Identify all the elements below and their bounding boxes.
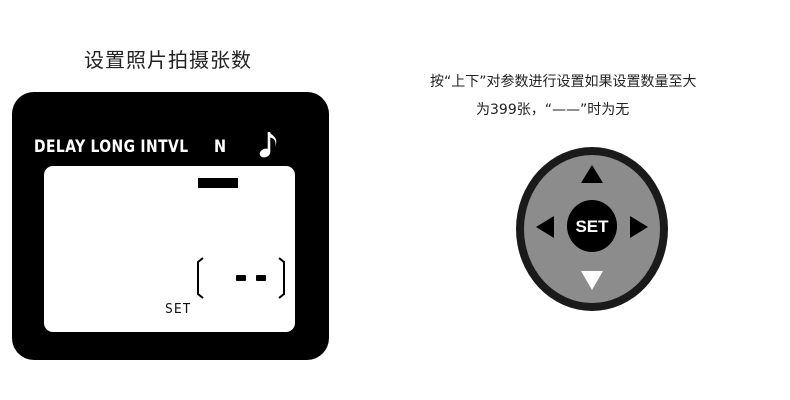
set-label: SET: [165, 302, 192, 317]
dash-segment-1: [236, 275, 246, 281]
music-note-icon: [259, 132, 277, 158]
mode-label-long: LONG: [90, 137, 136, 157]
lcd-screen: [44, 166, 295, 332]
mode-label-delay: DELAY: [34, 137, 86, 157]
arrow-right-icon[interactable]: [630, 216, 648, 238]
count-display: [197, 257, 285, 299]
instruction-line-1: 按“上下”对参数进行设置如果设置数量至大: [430, 74, 697, 90]
set-button-label: SET: [575, 217, 609, 236]
set-button[interactable]: SET: [567, 200, 617, 252]
page-title: 设置照片拍摄张数: [84, 48, 252, 72]
arrow-left-icon[interactable]: [536, 216, 554, 238]
dash-segment-2: [256, 275, 266, 281]
n-label: N: [214, 137, 227, 157]
bracket-right: [278, 257, 285, 299]
mode-label-intvl: INTVL: [140, 137, 189, 157]
dpad-control: SET: [516, 147, 668, 311]
selection-bar: [198, 178, 238, 188]
arrow-down-icon[interactable]: [581, 271, 603, 290]
instruction-line-2: 为399张，“——”时为无: [476, 102, 630, 118]
arrow-up-icon[interactable]: [581, 165, 603, 183]
bracket-left: [197, 257, 204, 299]
